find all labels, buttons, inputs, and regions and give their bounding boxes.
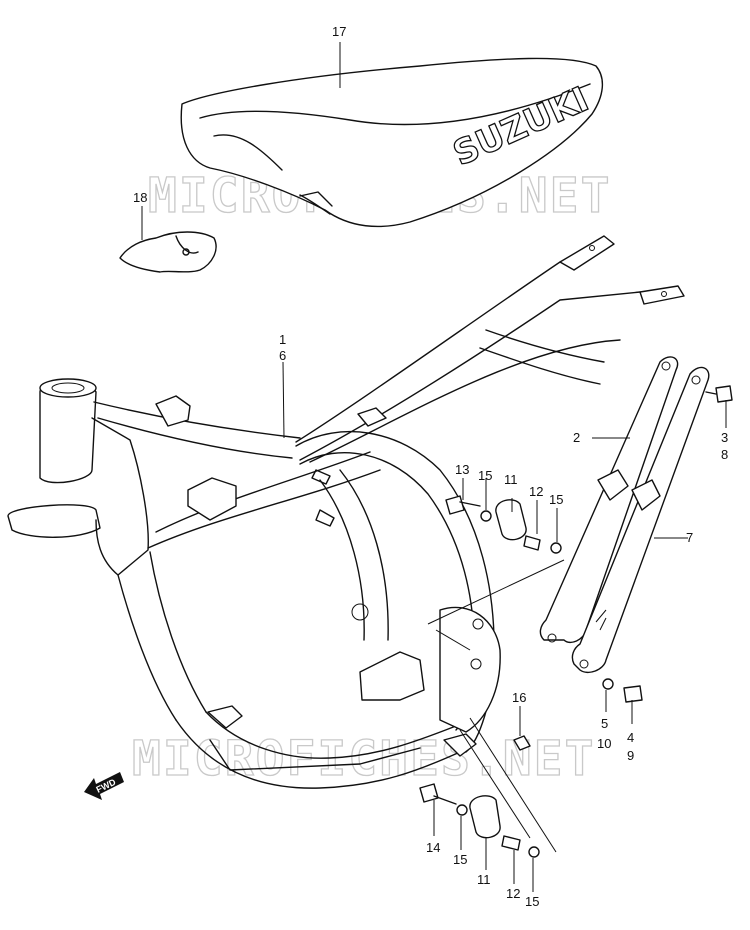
callout-5: 5 bbox=[601, 716, 608, 731]
callout-8: 8 bbox=[721, 447, 728, 462]
leaders bbox=[141, 42, 727, 892]
fwd-arrow-icon: FWD bbox=[84, 772, 124, 800]
callout-15-d: 15 bbox=[525, 894, 539, 909]
callout-15-b: 15 bbox=[549, 492, 563, 507]
callout-12-a: 12 bbox=[529, 484, 543, 499]
hardware-lower bbox=[419, 678, 643, 858]
callout-11-b: 11 bbox=[477, 872, 491, 887]
callout-7: 7 bbox=[686, 530, 693, 545]
callout-3: 3 bbox=[721, 430, 728, 445]
callout-12-b: 12 bbox=[506, 886, 520, 901]
callout-18: 18 bbox=[133, 190, 147, 205]
callout-16: 16 bbox=[512, 690, 526, 705]
guide-lines bbox=[427, 559, 565, 853]
callout-15-a: 15 bbox=[478, 468, 492, 483]
callouts: 17 18 1 6 2 3 8 7 13 15 11 12 15 16 5 10… bbox=[133, 24, 728, 909]
callout-10: 10 bbox=[597, 736, 611, 751]
frame bbox=[7, 235, 685, 789]
callout-15-c: 15 bbox=[453, 852, 467, 867]
callout-4: 4 bbox=[627, 730, 634, 745]
callout-14: 14 bbox=[426, 840, 440, 855]
callout-13: 13 bbox=[455, 462, 469, 477]
rear-stays bbox=[539, 356, 710, 674]
seat: SUZUKI bbox=[180, 57, 603, 228]
seat-pad bbox=[119, 231, 217, 273]
callout-17: 17 bbox=[332, 24, 346, 39]
hardware-upper bbox=[445, 385, 733, 554]
callout-6: 6 bbox=[279, 348, 286, 363]
callout-11-a: 11 bbox=[504, 472, 518, 487]
callout-1: 1 bbox=[279, 332, 286, 347]
callout-2: 2 bbox=[573, 430, 580, 445]
callout-9: 9 bbox=[627, 748, 634, 763]
